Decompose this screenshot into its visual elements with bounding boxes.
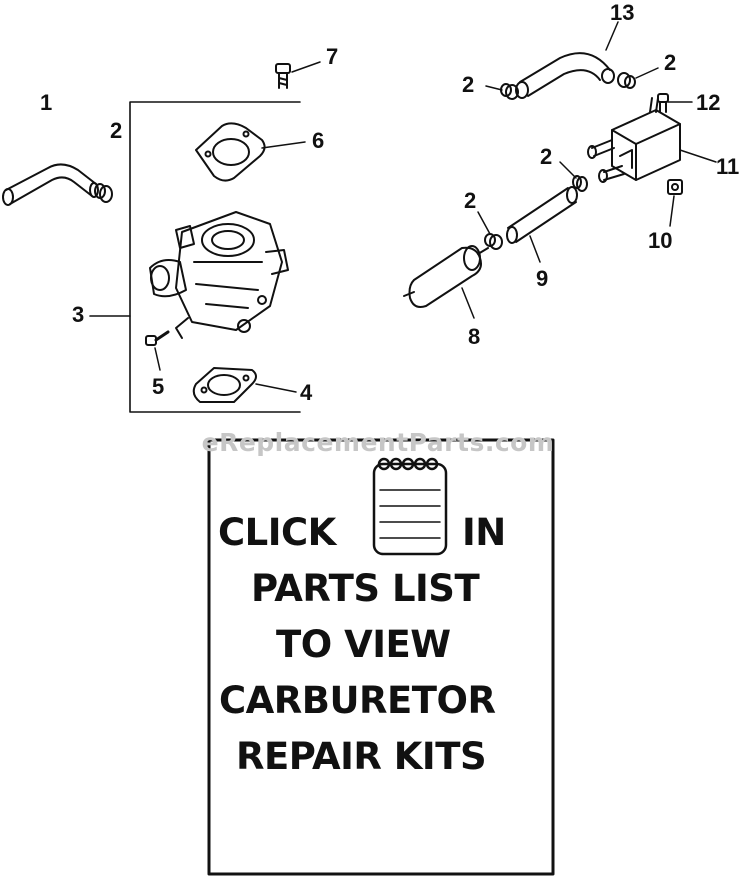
callout-9: 9: [536, 266, 549, 291]
callout-2-pump: 2: [540, 144, 553, 169]
callout-3: 3: [72, 302, 85, 327]
callout-12: 12: [696, 90, 721, 115]
fuel-filter-part-8: [403, 245, 489, 308]
callout-4: 4: [300, 380, 313, 405]
screw-part-5: [145, 330, 170, 346]
note-in-label: IN: [462, 511, 506, 554]
hose-part-13: [515, 52, 615, 99]
callout-13: 13: [610, 0, 635, 25]
clamp-part-2-upper-right: [617, 72, 636, 89]
gasket-part-6: [195, 122, 266, 182]
callout-2-left: 2: [110, 118, 123, 143]
screw-part-7: [275, 63, 291, 89]
gasket-part-4: [192, 367, 257, 403]
group-bracket: [129, 101, 301, 413]
callout-5: 5: [152, 374, 165, 399]
clip-part-10: [667, 179, 683, 195]
callout-8: 8: [468, 324, 481, 349]
note-repair-kits: REPAIR KITS: [236, 735, 487, 778]
callout-10: 10: [648, 228, 673, 253]
clamp-part-2-filter: [484, 233, 503, 250]
callout-6: 6: [312, 128, 325, 153]
callout-7: 7: [326, 44, 339, 69]
note-to-view: TO VIEW: [276, 623, 451, 666]
callout-11: 11: [716, 154, 740, 179]
carburetor-part-3: [149, 211, 289, 339]
callout-2-upper-right: 2: [664, 50, 677, 75]
hose-part-9: [506, 186, 578, 244]
watermark: eReplacementParts.com: [201, 428, 555, 457]
callout-2-filter: 2: [464, 188, 477, 213]
callout-1: 1: [40, 90, 53, 115]
note-click-label: CLICK: [218, 511, 336, 554]
callout-2-upper-left: 2: [462, 72, 475, 97]
clamp-part-2-pump: [572, 175, 588, 192]
note-parts-list: PARTS LIST: [251, 567, 480, 610]
screw-part-12: [657, 93, 669, 113]
fuel-pump-part-11: [587, 97, 681, 183]
notepad-icon: [372, 457, 448, 556]
clamp-part-2-left: [94, 183, 113, 203]
note-box: [207, 438, 555, 876]
hose-part-1: [2, 163, 99, 206]
note-carburetor: CARBURETOR: [219, 679, 496, 722]
